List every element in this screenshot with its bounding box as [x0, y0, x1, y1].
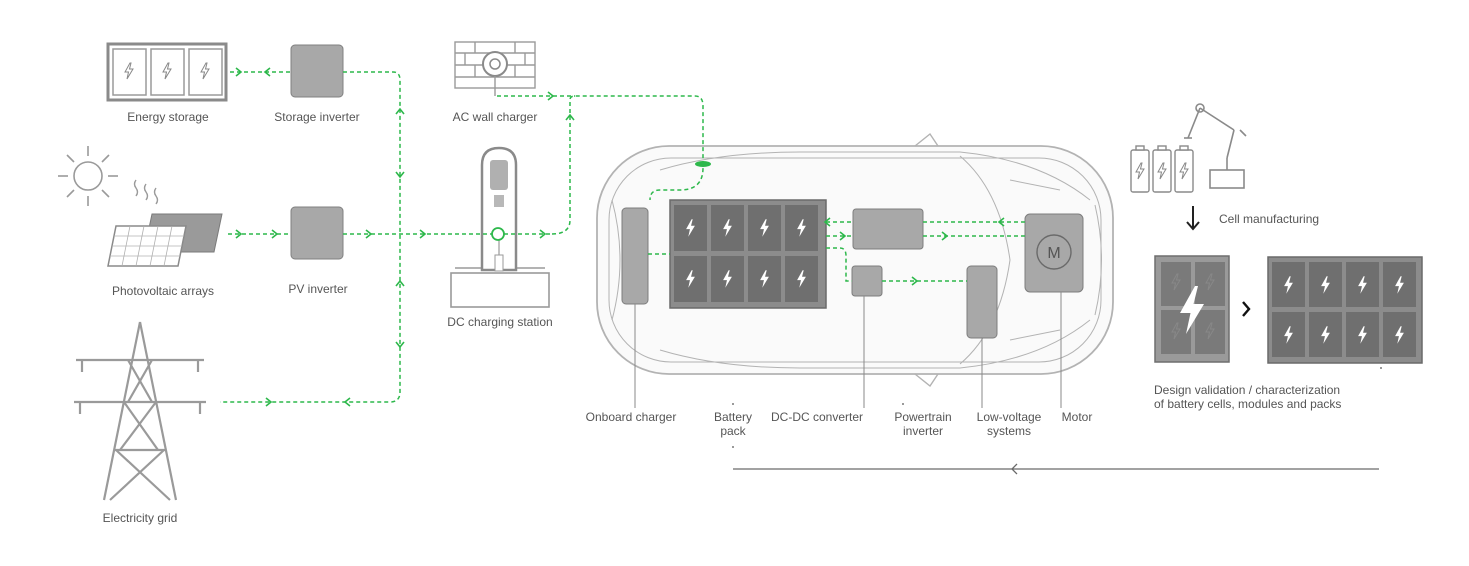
powertrain-inverter-label-line2: inverter [902, 424, 944, 438]
ac-wall-charger-label: AC wall charger [452, 110, 538, 124]
lifecycle-return-arrow [733, 463, 1379, 475]
sun-icon [58, 146, 118, 206]
battery-pack [669, 199, 827, 309]
low-voltage-systems-label-line1: Low-voltage [976, 410, 1042, 424]
design-validation-label: Design validation / characterization of … [1154, 383, 1341, 411]
low-voltage-systems-label-line2: systems [986, 424, 1031, 438]
onboard-charger-label: Onboard charger [585, 410, 677, 424]
dc-dc-converter-box [851, 265, 883, 297]
low-voltage-systems-box [966, 265, 998, 339]
battery-cells-icon [1130, 145, 1194, 193]
battery-module-icon [1154, 255, 1230, 363]
powertrain-inverter-box [852, 208, 924, 250]
energy-storage-icon [106, 42, 228, 102]
battery-pack-label-line2: pack [720, 424, 746, 438]
battery-pack-label-line1: Battery [713, 410, 753, 424]
flow-arrowheads [235, 67, 1005, 407]
tick-marks [732, 367, 1382, 448]
cell-manufacturing-label: Cell manufacturing [1219, 212, 1320, 226]
dc-charging-station-label: DC charging station [447, 315, 553, 329]
pv-inverter-box [290, 206, 344, 260]
chevron-right-icon [1242, 301, 1251, 317]
storage-inverter-label: Storage inverter [274, 110, 360, 124]
motor-icon: M [1024, 213, 1084, 293]
electricity-grid-pylon-icon [74, 321, 206, 501]
onboard-charger-box [621, 207, 649, 305]
robot-arm-icon [1184, 103, 1247, 189]
battery-pack-label: Battery pack [714, 410, 752, 438]
design-validation-label-line2: of battery cells, modules and packs [1154, 397, 1342, 411]
storage-inverter-box [290, 44, 344, 98]
photovoltaic-arrays-icon [107, 213, 223, 267]
motor-symbol: M [1047, 245, 1060, 262]
design-validation-label-line1: Design validation / characterization [1154, 383, 1341, 397]
battery-pack-module-grid [1267, 256, 1423, 364]
dc-dc-converter-label: DC-DC converter [770, 410, 864, 424]
electricity-grid-label: Electricity grid [102, 511, 178, 525]
motor-label: Motor [1061, 410, 1093, 424]
charge-port-marker [491, 161, 711, 241]
pv-inverter-label: PV inverter [288, 282, 348, 296]
photovoltaic-arrays-label: Photovoltaic arrays [111, 284, 215, 298]
low-voltage-systems-label: Low-voltage systems [977, 410, 1042, 438]
powertrain-inverter-label-line1: Powertrain [894, 410, 952, 424]
dc-charging-station-icon [450, 146, 550, 308]
ac-wall-charger-icon [454, 41, 536, 96]
energy-flow-lines [220, 71, 1025, 403]
down-arrow-icon [1186, 206, 1200, 231]
leader-lines [634, 292, 1062, 408]
powertrain-inverter-label: Powertrain inverter [894, 410, 951, 438]
energy-storage-label: Energy storage [127, 110, 209, 124]
heat-waves-icon [133, 179, 159, 205]
